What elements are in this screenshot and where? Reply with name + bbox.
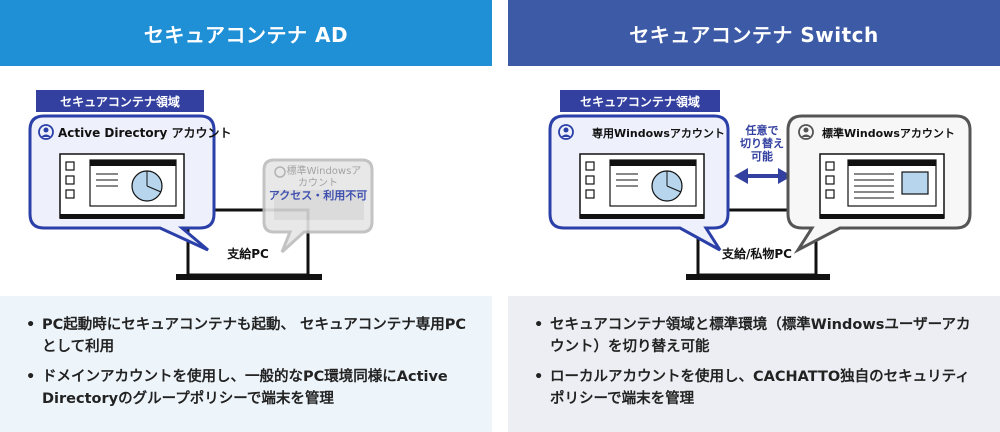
ad-account-bubble: Active Directory アカウント <box>28 114 232 252</box>
switch-bullet-2: ローカルアカウントを使用し、CACHATTO独自のセキュリティポリシーで端末を管… <box>534 366 980 410</box>
ad-panel: セキュアコンテナ AD 支給PC セキュアコンテナ領域 Active Direc… <box>0 0 492 432</box>
ad-greyed-label-1: 標準Windowsア <box>287 164 362 177</box>
switch-label-1: 任意で <box>745 123 779 137</box>
ad-access-denied: アクセス・利用不可 <box>269 188 367 202</box>
ad-region-tag <box>36 90 204 112</box>
user-icon <box>38 124 54 140</box>
switch-standard-bubble: 標準Windowsアカウント <box>786 114 972 254</box>
switch-bullet-1: セキュアコンテナ領域と標準環境（標準Windowsユーザーアカウント）を切り替え… <box>534 314 980 358</box>
user-icon <box>558 124 574 140</box>
ad-region-label: セキュアコンテナ領域 <box>60 94 180 109</box>
switch-panel: セキュアコンテナ Switch 支給/私物PC セキュアコンテナ領域 専用Win… <box>508 0 1000 432</box>
ad-bullets: PC起動時にセキュアコンテナも起動、 セキュアコンテナ専用PCとして利用 ドメイ… <box>0 296 492 432</box>
switch-bullets: セキュアコンテナ領域と標準環境（標準Windowsユーザーアカウント）を切り替え… <box>508 296 1000 432</box>
switch-account-label: 専用Windowsアカウント <box>592 126 725 140</box>
user-icon <box>274 166 286 178</box>
ad-title: セキュアコンテナ AD <box>0 0 492 66</box>
ad-greyed-bubble: 標準Windowsア カウント アクセス・利用不可 <box>262 158 374 254</box>
switch-standard-label: 標準Windowsアカウント <box>822 126 955 140</box>
ad-greyed-label-2: カウント <box>298 177 338 189</box>
switch-account-bubble: 専用Windowsアカウント <box>548 114 730 252</box>
ad-account-label: Active Directory アカウント <box>58 126 232 140</box>
image-icon <box>901 171 929 195</box>
ad-diagram: 支給PC セキュアコンテナ領域 Active Directory アカウント <box>0 66 492 296</box>
switch-region-label: セキュアコンテナ領域 <box>580 94 700 109</box>
ad-diagram-svg: 支給PC セキュアコンテナ領域 Active Directory アカウント <box>28 90 374 280</box>
double-arrow-icon <box>734 168 792 184</box>
switch-title: セキュアコンテナ Switch <box>508 0 1000 66</box>
switch-diagram-svg: 支給/私物PC セキュアコンテナ領域 専用Windowsアカウント <box>548 90 972 280</box>
switch-label-3: 可能 <box>751 149 773 163</box>
ad-pc-label: 支給PC <box>226 246 269 261</box>
ad-bullet-1: PC起動時にセキュアコンテナも起動、 セキュアコンテナ専用PCとして利用 <box>26 314 472 358</box>
switch-diagram: 支給/私物PC セキュアコンテナ領域 専用Windowsアカウント <box>508 66 1000 296</box>
switch-pc-label: 支給/私物PC <box>721 246 792 261</box>
user-icon <box>798 124 814 140</box>
switch-region-tag <box>560 90 720 112</box>
ad-bullet-2: ドメインアカウントを使用し、一般的なPC環境同様にActive Director… <box>26 366 472 410</box>
switch-label-2: 切り替え <box>740 136 784 150</box>
